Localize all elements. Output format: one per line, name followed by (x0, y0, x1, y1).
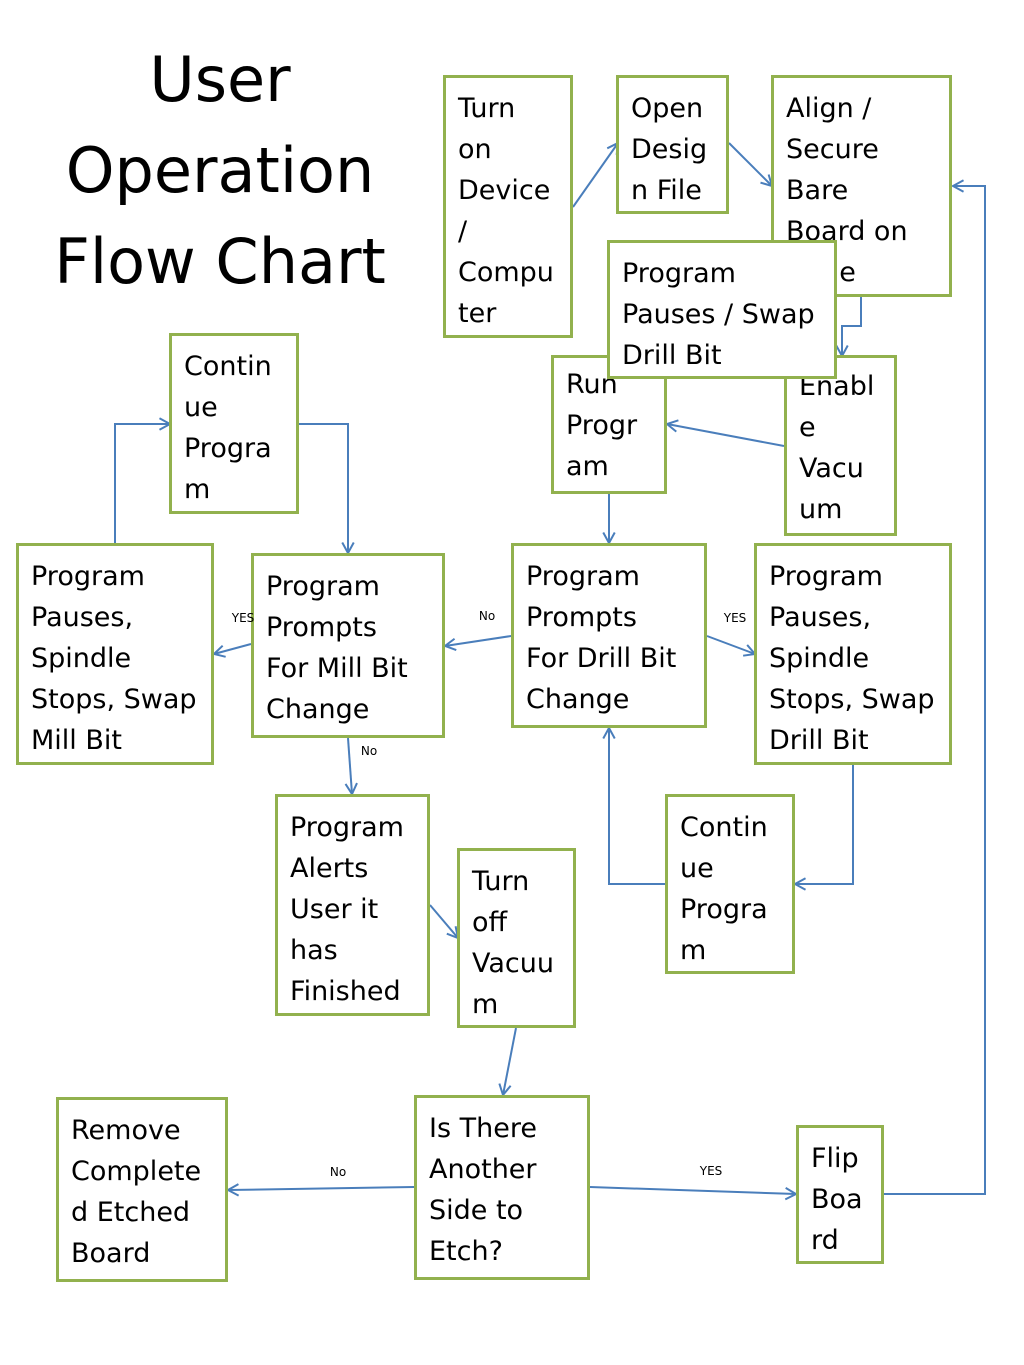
node-program-pauses-swap-drill-bit: Program Pauses / Swap Drill Bit (607, 240, 837, 379)
arrow-another-side-to-flip-board (589, 1186, 799, 1201)
node-prompt-mill-bit-change: Program Prompts For Mill Bit Change (251, 553, 445, 738)
arrow-run-program-to-prompt-drill (602, 494, 616, 546)
arrowhead (211, 644, 226, 658)
node-remove-completed-board: Remove Complete d Etched Board (56, 1097, 228, 1282)
arrow-prompt-drill-to-pause-drill (706, 635, 757, 657)
edge-label-side-no: No (329, 1165, 347, 1179)
node-prompt-drill-bit-change: Program Prompts For Drill Bit Change (511, 543, 707, 728)
page-title: User Operation Flow Chart (20, 34, 420, 307)
edge-label-mill-yes: YES (231, 611, 255, 625)
arrow-another-side-to-remove-board (225, 1183, 415, 1197)
node-continue-program-right: Contin ue Progra m (665, 794, 795, 974)
arrowhead (664, 419, 679, 433)
arrow-turn-on-to-open-design (572, 141, 620, 208)
arrow-continue-right-to-prompt-drill (602, 725, 665, 885)
title-line: User (149, 43, 291, 116)
arrow-enable-vacuum-to-run-program (664, 419, 785, 447)
title-line: Flow Chart (54, 225, 386, 298)
node-pause-swap-drill-bit: Program Pauses, Spindle Stops, Swap Dril… (754, 543, 952, 765)
arrow-prompt-drill-to-prompt-mill (442, 635, 512, 652)
arrow-open-design-to-align (728, 142, 774, 188)
arrowhead (602, 725, 616, 740)
arrow-prompt-mill-to-pause-mill (211, 643, 252, 658)
node-alerts-user-finished: Program Alerts User it has Finished (275, 794, 430, 1016)
arrow-pause-drill-to-continue-right (792, 765, 854, 891)
arrow-turn-off-vacuum-to-another-side (498, 1027, 517, 1098)
arrow-flip-board-to-align (884, 179, 986, 1195)
node-is-there-another-side: Is There Another Side to Etch? (414, 1095, 590, 1280)
node-turn-off-vacuum: Turn off Vacuu m (457, 848, 576, 1028)
arrow-continue-left-to-prompt-mill (299, 423, 355, 556)
arrow-alerts-to-turn-off-vacuum (429, 904, 460, 940)
node-enable-vacuum: Enabl e Vacu um (784, 355, 897, 536)
node-pause-swap-mill-bit: Program Pauses, Spindle Stops, Swap Mill… (16, 543, 214, 765)
arrowhead (950, 179, 965, 193)
arrow-pause-mill-to-continue-left (114, 417, 173, 543)
node-flip-board: Flip Boa rd (796, 1125, 884, 1264)
edge-label-drill-yes: YES (723, 611, 747, 625)
node-turn-on-device: Turn on Device / Compu ter (443, 75, 573, 338)
arrowhead (792, 877, 807, 891)
edge-label-mill-no: No (360, 744, 378, 758)
arrowhead (225, 1183, 240, 1197)
arrow-align-to-enable-vacuum (835, 297, 862, 359)
node-open-design-file: Open Desig n File (616, 75, 729, 214)
edge-label-side-yes: YES (699, 1164, 723, 1178)
node-continue-program-left: Contin ue Progra m (169, 333, 299, 514)
title-line: Operation (65, 134, 375, 207)
arrow-prompt-mill-to-alerts (344, 737, 358, 797)
arrowhead (442, 637, 457, 652)
edge-label-drill-no: No (478, 609, 496, 623)
